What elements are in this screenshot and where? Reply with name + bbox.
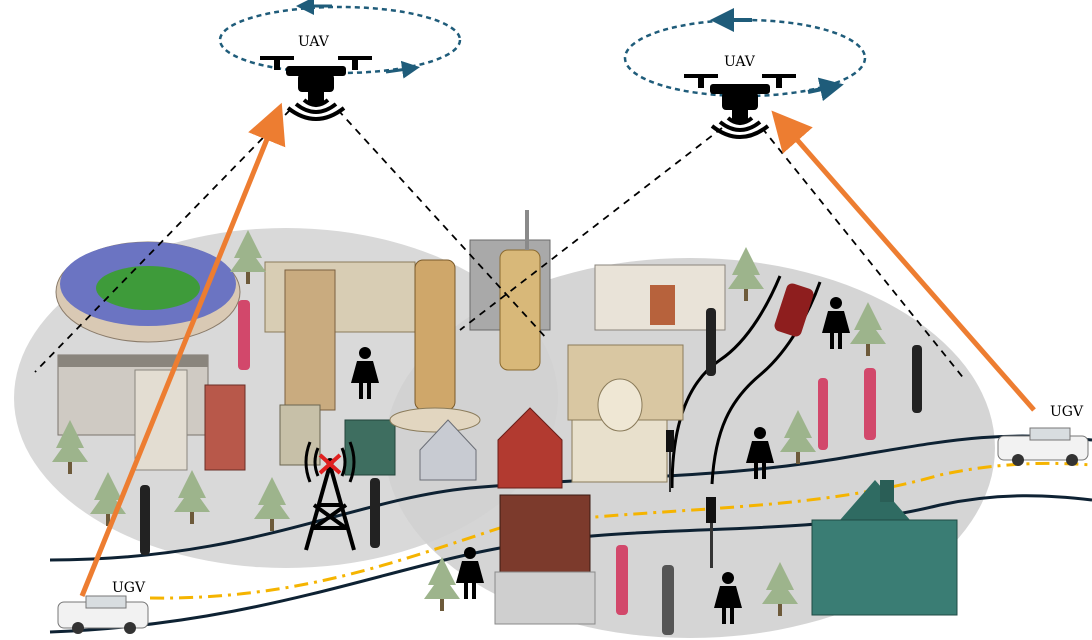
ugv-label-right: UGV	[1050, 404, 1084, 420]
road-lower	[49, 494, 1092, 634]
building-icon	[389, 210, 563, 489]
ugv-uav-link-left	[79, 102, 286, 597]
ugv-label-left: UGV	[112, 580, 146, 596]
building-icon	[57, 261, 416, 476]
ugv-vehicle-icon	[997, 427, 1089, 466]
drone-icon	[684, 74, 796, 122]
uav-label-right: UAV	[724, 54, 756, 70]
orbit-path-left	[218, 0, 462, 79]
traffic-light-icon	[666, 430, 716, 568]
drone-icon	[260, 56, 372, 104]
side-road-1	[670, 275, 782, 489]
uav-label-left: UAV	[298, 34, 330, 50]
person-icon	[140, 300, 922, 635]
car-icon	[774, 283, 814, 337]
road-marking	[149, 461, 1092, 600]
ugv-vehicle-icon	[57, 595, 149, 634]
red-x-icon	[318, 453, 342, 475]
orbit-path-right	[623, 8, 867, 102]
building-icon	[494, 264, 958, 625]
stadium-icon	[55, 241, 241, 343]
ugv-uav-link-right	[771, 110, 1036, 412]
coverage-cone-lines	[34, 109, 966, 381]
